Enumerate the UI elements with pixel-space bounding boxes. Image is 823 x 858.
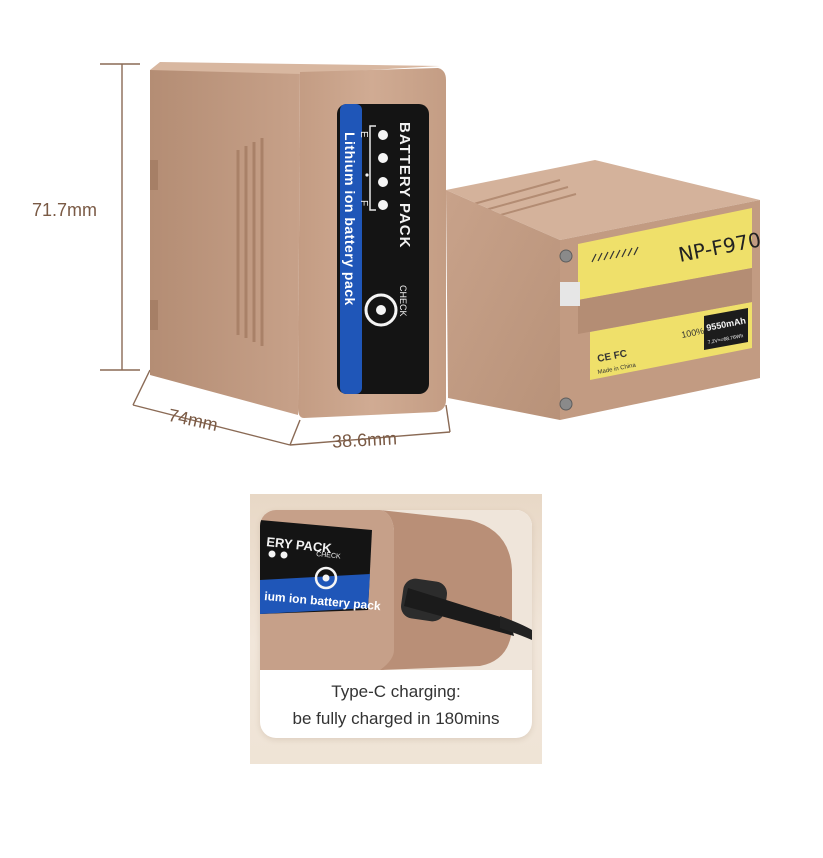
led-dot (378, 177, 388, 187)
front-battery: BATTERY PACK Lithium ion battery pack E … (150, 62, 446, 418)
back-battery: NP-F970 9550mAh 7.2V==68.76Wh 100% Made … (446, 160, 763, 420)
charging-caption: Type-C charging: be fully charged in 180… (260, 678, 532, 732)
screw-icon (559, 397, 573, 411)
caption-line-2: be fully charged in 180mins (292, 709, 500, 728)
percent-label: 100% (680, 326, 705, 340)
dimension-lines (100, 63, 451, 446)
front-label-blue-stripe (340, 104, 362, 394)
front-label-subtitle: Lithium ion battery pack (342, 132, 358, 306)
side-ribs (236, 138, 264, 346)
led-dot (378, 130, 388, 140)
inset-battery-closeup: ERY PACK CHECK ium ion battery pack (260, 510, 532, 670)
product-scene: BATTERY PACK Lithium ion battery pack E … (100, 62, 763, 446)
inset-label-title: ERY PACK (266, 534, 333, 556)
screw-icon (559, 249, 573, 263)
inset-card: ERY PACK CHECK ium ion battery pack Type… (260, 510, 532, 738)
indicator-f-label: F (358, 200, 369, 206)
side-label-top (578, 208, 752, 300)
usb-c-cable-icon (404, 588, 514, 636)
type-c-inset: ERY PACK CHECK ium ion battery pack Type… (250, 494, 542, 764)
inset-check-label: CHECK (316, 551, 341, 561)
depth-dimension-label: 38.6mm (331, 428, 398, 452)
check-label: CHECK (398, 285, 408, 317)
caption-line-1: Type-C charging: (331, 682, 461, 701)
check-button-icon (364, 293, 398, 327)
led-dot (378, 200, 388, 210)
led-dot (378, 153, 388, 163)
height-dimension-label: 71.7mm (32, 200, 98, 220)
front-label-title: BATTERY PACK (396, 122, 413, 248)
indicator-e-label: E (358, 131, 369, 138)
